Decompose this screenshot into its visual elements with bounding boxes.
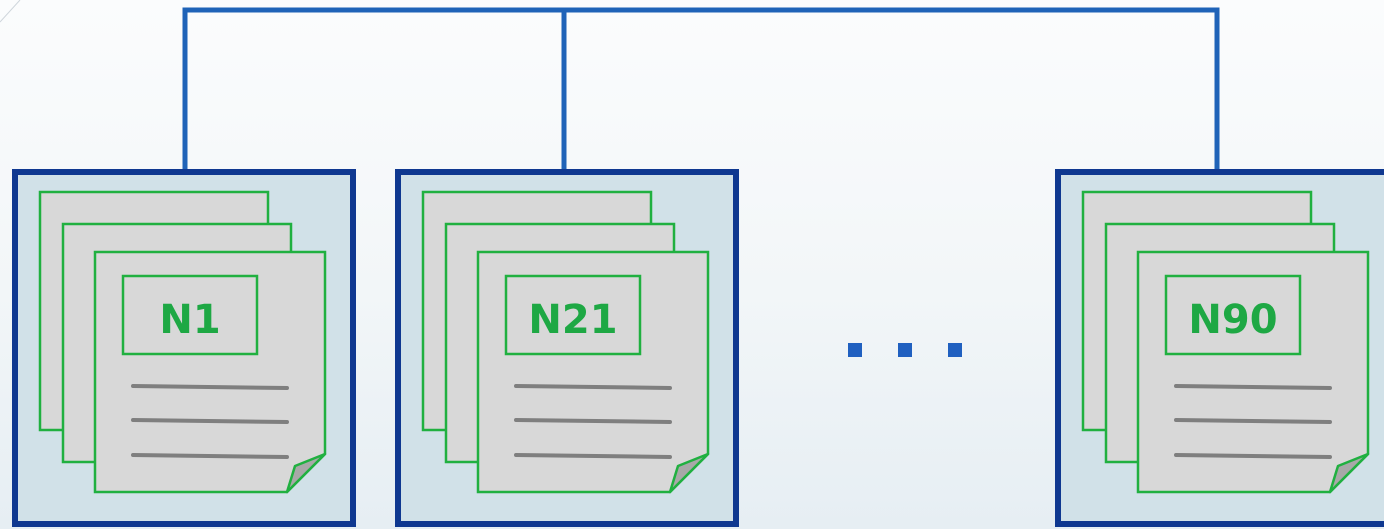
connector-tree (182, 7, 1220, 175)
text-line (514, 453, 672, 459)
node-label: N1 (159, 297, 220, 343)
node-label: N21 (528, 297, 617, 343)
page-fold-corner (1328, 452, 1370, 494)
ellipsis-dot (848, 343, 862, 357)
ellipsis-dot (898, 343, 912, 357)
page-fold-corner (668, 452, 710, 494)
text-line (1174, 384, 1332, 390)
ellipsis (848, 343, 962, 357)
node-label-box (121, 274, 259, 356)
text-line (1174, 453, 1332, 459)
ellipsis-dot (948, 343, 962, 357)
text-line (1174, 418, 1332, 424)
node-label-box (1164, 274, 1302, 356)
text-line (131, 418, 289, 424)
text-line (131, 384, 289, 390)
node-group-n21: N21 (395, 169, 739, 527)
node-label-box (504, 274, 642, 356)
text-line (514, 384, 672, 390)
node-group-n90: N90 (1055, 169, 1384, 527)
page-fold-corner (285, 452, 327, 494)
node-group-n1: N1 (12, 169, 356, 527)
text-line (514, 418, 672, 424)
node-label: N90 (1188, 297, 1277, 343)
corner-decoration (0, 0, 21, 23)
text-line (131, 453, 289, 459)
